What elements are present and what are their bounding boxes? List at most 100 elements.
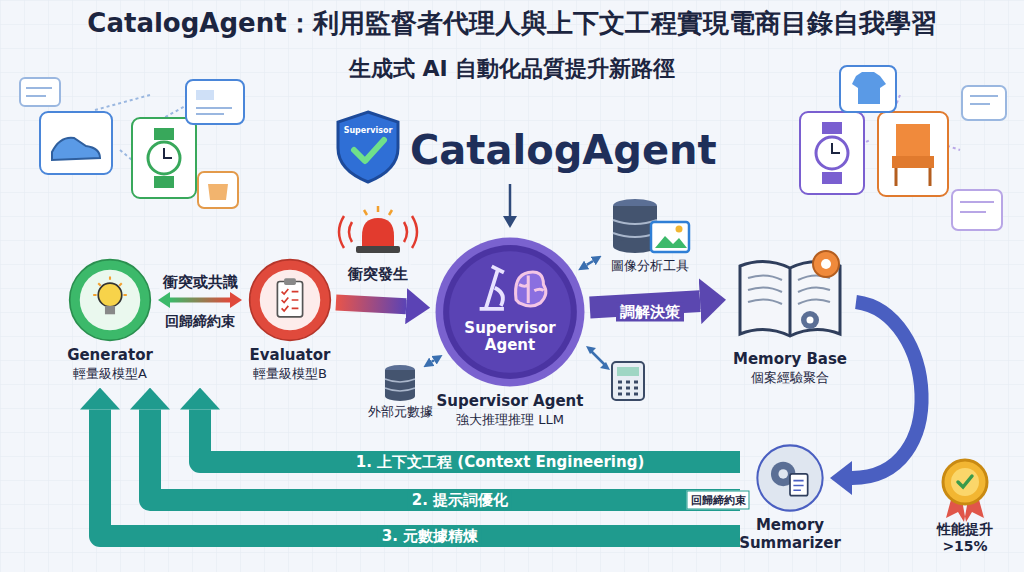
shape-outline (380, 362, 420, 402)
drawing-circle (148, 142, 180, 174)
connector (150, 410, 740, 500)
node-icon: 圖像分析工具 (600, 196, 700, 274)
node-label: 個案經驗聚合 (751, 370, 829, 386)
drawing-path (655, 236, 687, 248)
drawing-circle (449, 251, 571, 373)
node-shape (68, 258, 152, 342)
drawing-circle (260, 270, 320, 330)
shape-outline (730, 246, 850, 346)
node-label: 強大推理推理 LLM (456, 412, 564, 428)
drawing-rect (840, 66, 896, 112)
drawing-rect (878, 112, 948, 196)
node-label: Memory Summarizer (730, 516, 850, 552)
node-shape (248, 258, 332, 342)
drawing-rect (356, 246, 400, 253)
shape-outline (756, 444, 824, 512)
node-icon: 外部元數據 (360, 362, 440, 420)
drawing-rect (284, 278, 296, 285)
drawing-rect (822, 172, 842, 184)
drawing-rect (198, 172, 238, 208)
inner-label: Supervisor Agent (454, 236, 566, 355)
drawing-path (26, 88, 52, 96)
connector (336, 303, 406, 307)
drawing-path (970, 96, 998, 104)
drawing-circle (98, 283, 122, 307)
calculator-link-head (586, 346, 610, 370)
edge-label: 調解決策 (616, 303, 684, 322)
drawing-circle (778, 469, 788, 479)
drawing-path (362, 218, 394, 246)
drawing-rect (790, 474, 808, 496)
drawing-circle (813, 251, 839, 277)
connector (432, 360, 434, 361)
node-circle: Generator輕量級模型A (50, 258, 170, 382)
drawing-rect (40, 112, 112, 174)
product-cards-left (20, 78, 244, 208)
drawing-rect (952, 190, 1002, 230)
drawing-rect (892, 156, 934, 168)
drawing-circle (757, 445, 822, 510)
drawing-path (958, 476, 972, 487)
drawing-path (896, 124, 930, 158)
drawing-rect (617, 367, 639, 376)
connector (852, 302, 922, 478)
node-label: Evaluator (250, 346, 331, 364)
drawing-circle (807, 317, 814, 324)
free-label: 回歸締約束 (687, 491, 750, 510)
node-shape: Supervisor Agent (434, 236, 586, 388)
edge-label: 衝突或共識 (160, 273, 241, 292)
drawing-circle (70, 260, 151, 341)
connector (170, 298, 230, 303)
drawing-path (480, 266, 504, 309)
node-circle: Supervisor AgentSupervisor Agent強大推理推理 L… (420, 236, 600, 428)
drawing-circle (816, 137, 848, 169)
drawing-rect (962, 86, 1006, 120)
shape-outline (605, 196, 695, 256)
drawing-path (618, 382, 638, 394)
drawing-rect (186, 80, 244, 124)
drawing-circle (951, 468, 979, 496)
drawing-path (896, 168, 930, 186)
drawing-path (852, 72, 886, 104)
drawing-circle (436, 238, 585, 387)
connector (587, 261, 593, 265)
node-label: 圖像分析工具 (611, 258, 689, 274)
free-label: Supervisor (344, 126, 393, 135)
edge-label: 衝突發生 (345, 265, 411, 284)
drawing-rect (277, 282, 302, 317)
drawing-path (960, 202, 994, 212)
drawing-path (338, 112, 398, 182)
edge-label: 1. 上下文工程 (Context Engineering) (352, 453, 648, 472)
drawing-path (52, 138, 100, 160)
drawing-path (196, 108, 232, 114)
node-circle: Evaluator 輕量級模型B (230, 258, 350, 382)
drawing-path (789, 268, 792, 336)
catalog-arrow-head (503, 216, 517, 228)
drawing-rect (154, 176, 174, 188)
drawing-circle (821, 259, 831, 269)
node-label: Memory Base (733, 350, 847, 368)
drawing-rect (20, 78, 60, 106)
supervisor-shield (338, 112, 398, 182)
drawing-path (339, 216, 417, 248)
caption-text: 生成式 AI 自動化品質提升新路徑 (349, 54, 676, 84)
node-label: 外部元數據 (368, 404, 433, 420)
drawing-rect (651, 222, 689, 252)
calculator-link (590, 350, 606, 366)
node-icon: Memory Base 個案經驗聚合 (720, 246, 860, 386)
edge-label: 2. 提示詞優化 (408, 491, 512, 510)
drawing-path (832, 143, 840, 153)
title-text: CatalogAgent：利用監督者代理人與上下文工程實現電商目錄自我學習 (87, 6, 936, 41)
shape-outline (68, 258, 152, 342)
product-cards-right (800, 66, 1006, 230)
free-label: CatalogAgent (410, 127, 717, 173)
drawing-path (385, 379, 415, 391)
alarm-icon (339, 206, 417, 253)
drawing-circle (943, 460, 987, 504)
drawing-rect (612, 362, 644, 400)
node-label: 輕量級模型B (253, 366, 327, 382)
drawing-circle (443, 245, 577, 379)
drawing-path (354, 140, 384, 161)
drawing-rect (105, 306, 115, 314)
